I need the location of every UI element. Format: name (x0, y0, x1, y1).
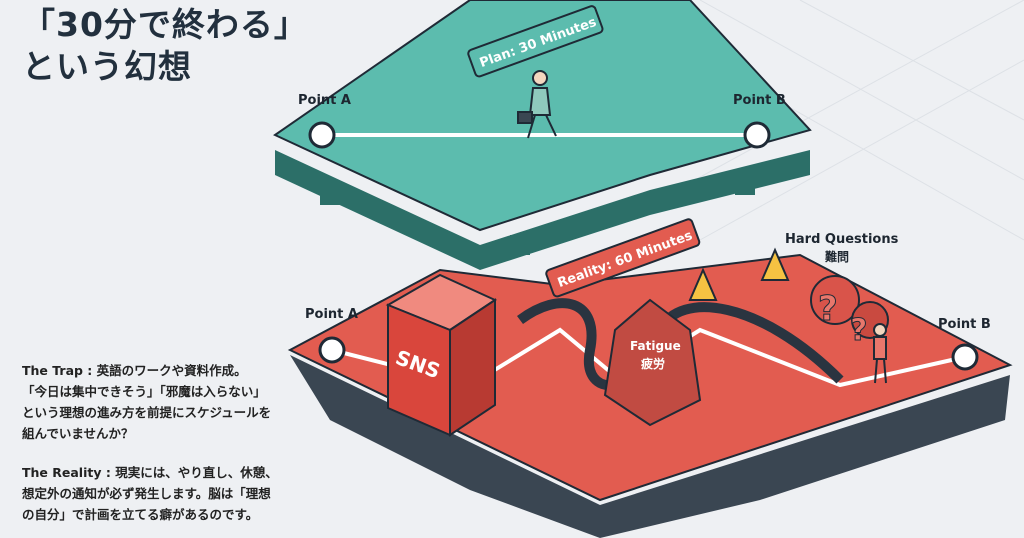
fatigue-label: Fatigue (630, 339, 681, 353)
title-line-1: 「30分で終わる」 (22, 5, 308, 44)
title-line-2: という幻想 (22, 47, 192, 86)
fatigue-rock (603, 298, 702, 427)
fatigue-label-jp: 疲労 (641, 356, 665, 371)
warning-icon (688, 267, 718, 301)
reality-line: 想定外の通知が必ず発生します。脳は「理想 (22, 486, 271, 501)
walking-person-icon (517, 70, 557, 139)
plan-point-b-label: Point B (733, 93, 786, 108)
plan-point-a-marker (308, 121, 336, 149)
sns-cube (385, 273, 498, 437)
plan-point-b-marker (743, 121, 771, 149)
plan-platform (272, 0, 812, 270)
hard-questions-label: Hard Questions (785, 232, 899, 247)
plan-point-a-label: Point A (298, 93, 351, 108)
person-icon (873, 323, 887, 384)
reality-point-a-label: Point A (305, 307, 358, 322)
trap-line: という理想の進み方を前提にスケジュールを (22, 405, 272, 420)
reality-platform: ? ? (287, 247, 1013, 538)
trap-line: The Trap : 英語のワークや資料作成。 (22, 363, 247, 378)
page-title: 「30分で終わる」 という幻想 (22, 4, 308, 88)
reality-text: The Reality : 現実には、やり直し、休憩、 想定外の通知が必ず発生し… (22, 462, 278, 525)
trap-line: 「今日は集中できそう」「邪魔は入らない」 (22, 384, 266, 399)
svg-text:?: ? (850, 313, 867, 348)
trap-line: 組んでいませんか？ (22, 426, 134, 441)
reality-point-a-marker (318, 336, 346, 364)
reality-point-b-label: Point B (938, 317, 991, 332)
svg-text:?: ? (818, 289, 838, 329)
warning-icon (760, 247, 790, 281)
hard-questions-label-jp: 難問 (825, 249, 849, 264)
trap-text: The Trap : 英語のワークや資料作成。 「今日は集中できそう」「邪魔は入… (22, 360, 271, 444)
reality-point-b-marker (951, 343, 979, 371)
reality-line: の自分」で計画を立てる癖があるのです。 (22, 507, 259, 522)
reality-line: The Reality : 現実には、やり直し、休憩、 (22, 465, 278, 480)
